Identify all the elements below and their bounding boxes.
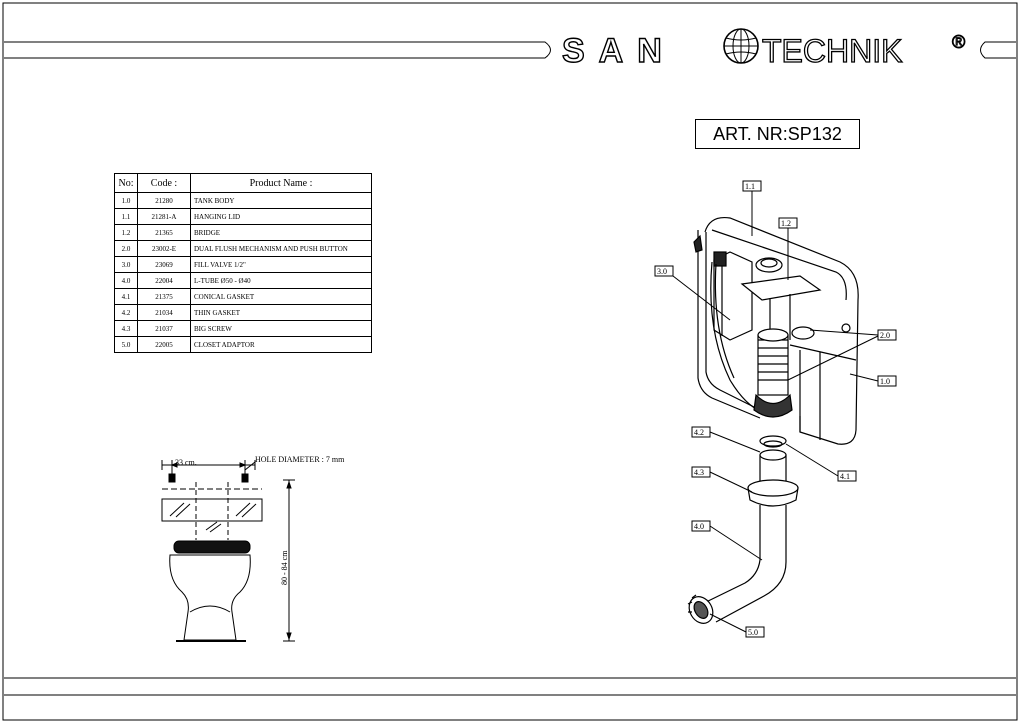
cell-name: TANK BODY: [190, 192, 372, 209]
callout-1-1: 1.1: [742, 180, 762, 236]
parts-table-header: No: Code : Product Name :: [114, 173, 372, 193]
header-product-name: Product Name :: [190, 173, 372, 193]
cell-name: L-TUBE Ø50 - Ø40: [190, 272, 372, 289]
cell-name: BIG SCREW: [190, 320, 372, 337]
cell-code: 21034: [137, 304, 191, 321]
brand-name-right: TECHNIK: [762, 33, 902, 69]
cell-code: 21281-A: [137, 208, 191, 225]
cell-name: CLOSET ADAPTOR: [190, 336, 372, 353]
svg-text:1.2: 1.2: [781, 219, 791, 228]
callout-4-0: 4.0: [691, 520, 763, 561]
svg-text:4.2: 4.2: [694, 428, 704, 437]
cell-no: 1.0: [114, 192, 138, 209]
callout-5-0: 5.0: [709, 613, 765, 638]
svg-text:5.0: 5.0: [748, 628, 758, 637]
cell-no: 4.2: [114, 304, 138, 321]
callout-1-0: 1.0: [849, 373, 897, 387]
cell-name: CONICAL GASKET: [190, 288, 372, 305]
header-code: Code :: [137, 173, 191, 193]
width-dimension-label: 33 cm.: [175, 458, 197, 467]
hole-diameter-note: HOLE DIAMETER : 7 mm: [255, 455, 345, 464]
cell-no: 5.0: [114, 336, 138, 353]
cell-code: 22004: [137, 272, 191, 289]
cell-no: 1.2: [114, 224, 138, 241]
cell-no: 2.0: [114, 240, 138, 257]
cell-no: 4.3: [114, 320, 138, 337]
cell-code: 21037: [137, 320, 191, 337]
callout-4-1: 4.1: [785, 443, 857, 482]
svg-text:1.0: 1.0: [880, 377, 890, 386]
callout-1-2: 1.2: [778, 217, 798, 280]
callout-3-0: 3.0: [654, 265, 731, 321]
cell-code: 21280: [137, 192, 191, 209]
article-number: ART. NR:SP132: [695, 119, 860, 149]
callouts: 1.1 1.2 3.0 2.0 1.0 4.2: [654, 180, 897, 638]
height-dimension-label: 80 - 84 cm: [280, 550, 289, 585]
svg-text:4.0: 4.0: [694, 522, 704, 531]
callout-4-2: 4.2: [691, 426, 761, 453]
header-band: SAN TECHNIK ®: [4, 28, 1016, 71]
cell-name: HANGING LID: [190, 208, 372, 225]
exploded-view: [687, 216, 859, 624]
callout-2-0: 2.0: [787, 329, 897, 381]
callout-4-3: 4.3: [691, 466, 753, 493]
cell-code: 21375: [137, 288, 191, 305]
cell-no: 1.1: [114, 208, 138, 225]
installation-drawing: [161, 460, 295, 642]
cell-name: BRIDGE: [190, 224, 372, 241]
cell-code: 22005: [137, 336, 191, 353]
cell-no: 4.0: [114, 272, 138, 289]
svg-text:1.1: 1.1: [745, 182, 755, 191]
cell-no: 4.1: [114, 288, 138, 305]
cell-name: DUAL FLUSH MECHANISM AND PUSH BUTTON: [190, 240, 372, 257]
cell-no: 3.0: [114, 256, 138, 273]
brand-name-left: SAN: [562, 32, 676, 70]
cell-code: 23002-E: [137, 240, 191, 257]
svg-text:4.3: 4.3: [694, 468, 704, 477]
cell-name: FILL VALVE 1/2": [190, 256, 372, 273]
svg-text:3.0: 3.0: [657, 267, 667, 276]
cell-code: 21365: [137, 224, 191, 241]
header-no: No:: [114, 173, 138, 193]
registered-mark: ®: [952, 32, 965, 52]
svg-text:4.1: 4.1: [840, 472, 850, 481]
cell-name: THIN GASKET: [190, 304, 372, 321]
svg-text:2.0: 2.0: [880, 331, 890, 340]
cell-code: 23069: [137, 256, 191, 273]
globe-icon: [723, 28, 759, 64]
